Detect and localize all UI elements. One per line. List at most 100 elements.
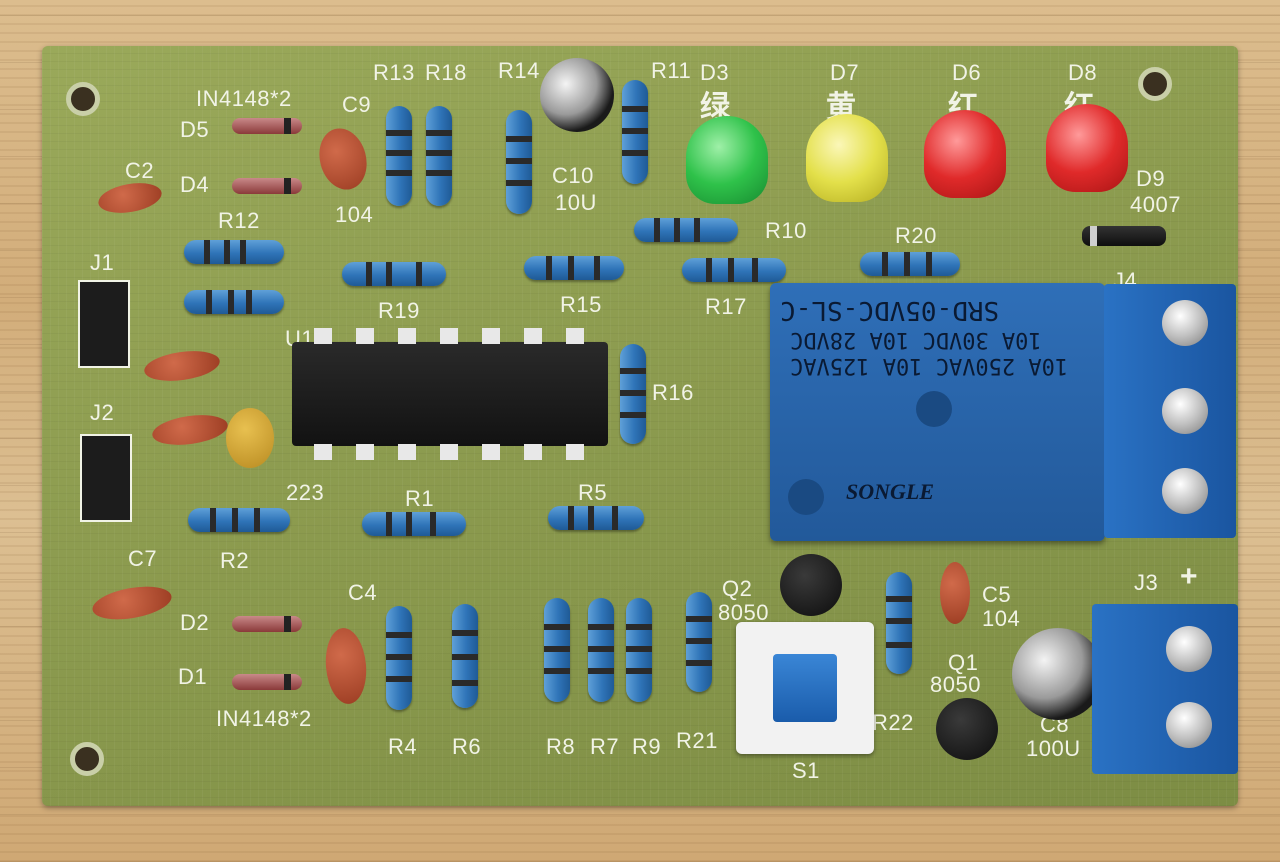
diode-d9 <box>1082 226 1166 246</box>
resistor-r7 <box>588 598 614 702</box>
diode-d4 <box>232 178 302 194</box>
resistor-r16 <box>620 344 646 444</box>
label-j3: J3 <box>1134 570 1159 595</box>
label-c9-value: 104 <box>335 202 374 227</box>
label-d8: D8 <box>1068 60 1098 85</box>
terminal-block-j3 <box>1092 604 1238 774</box>
label-q2: Q2 <box>722 576 753 601</box>
label-d9: D9 <box>1136 166 1166 191</box>
label-r17: R17 <box>705 294 747 319</box>
label-d2: D2 <box>180 610 210 635</box>
push-switch-button[interactable] <box>773 654 837 722</box>
diode-d2 <box>232 616 302 632</box>
relay-hole <box>916 391 952 427</box>
label-d7: D7 <box>830 60 860 85</box>
diode-d5 <box>232 118 302 134</box>
label-r4: R4 <box>388 734 418 759</box>
resistor-r11 <box>622 80 648 184</box>
led-d8-red <box>1046 104 1128 192</box>
label-c8-value: 100U <box>1026 736 1081 761</box>
resistor-r21 <box>686 592 712 692</box>
label-j3-plus: + <box>1180 560 1199 593</box>
screw-j4-1 <box>1162 300 1208 346</box>
resistor-r19 <box>342 262 446 286</box>
relay-brand-text: SONGLE <box>846 479 935 504</box>
label-in4148-top: IN4148*2 <box>196 86 292 111</box>
resistor-r6 <box>452 604 478 708</box>
relay-rating-line2: 10A 250VAC 10A 125VAC <box>790 353 1069 378</box>
resistor-r17 <box>682 258 786 282</box>
label-j1: J1 <box>90 250 115 275</box>
screw-j3-2 <box>1166 702 1212 748</box>
label-in4148-bottom: IN4148*2 <box>216 706 312 731</box>
label-r11: R11 <box>651 58 692 83</box>
label-q1: Q1 <box>948 650 979 675</box>
label-r5: R5 <box>578 480 608 505</box>
resistor-r8 <box>544 598 570 702</box>
mounting-hole-top-right <box>1138 67 1172 101</box>
resistor-r20 <box>860 252 960 276</box>
push-switch-s1[interactable] <box>736 622 874 754</box>
resistor-r22 <box>886 572 912 674</box>
label-r1: R1 <box>405 486 435 511</box>
terminal-block-j4 <box>1104 284 1236 538</box>
resistor-r15 <box>524 256 624 280</box>
ic-u1 <box>292 328 608 460</box>
relay-hole-2 <box>788 479 824 515</box>
relay-model-text: SRD-05VDC-SL-C <box>780 295 1000 325</box>
label-c5: C5 <box>982 582 1012 607</box>
label-r9: R9 <box>632 734 662 759</box>
label-r10: R10 <box>765 218 807 243</box>
label-d6: D6 <box>952 60 982 85</box>
capacitor-c5 <box>940 562 970 624</box>
label-q1-value: 8050 <box>930 672 981 697</box>
label-r14: R14 <box>498 58 540 83</box>
label-r21: R21 <box>676 728 718 753</box>
resistor-r2 <box>188 508 290 532</box>
label-d5: D5 <box>180 117 210 142</box>
label-r19: R19 <box>378 298 420 323</box>
jumper-header-j1[interactable] <box>78 280 130 368</box>
diode-d1 <box>232 674 302 690</box>
capacitor-c1-yellow <box>226 408 274 468</box>
label-q2-value: 8050 <box>718 600 769 625</box>
label-r8: R8 <box>546 734 576 759</box>
transistor-q1 <box>936 698 998 760</box>
label-d1: D1 <box>178 664 208 689</box>
resistor-r5 <box>548 506 644 530</box>
resistor-r4 <box>386 606 412 710</box>
label-j2: J2 <box>90 400 115 425</box>
label-d4: D4 <box>180 172 210 197</box>
label-c5-value: 104 <box>982 606 1021 631</box>
resistor-r9 <box>626 598 652 702</box>
led-d3-green <box>686 116 768 204</box>
label-r18: R18 <box>425 60 467 85</box>
resistor-r14 <box>506 110 532 214</box>
led-d7-yellow <box>806 114 888 202</box>
resistor-r3 <box>184 290 284 314</box>
label-r16: R16 <box>652 380 694 405</box>
relay-rating-line1: 10A 30VDC 10A 28VDC <box>790 327 1042 352</box>
resistor-r10 <box>634 218 738 242</box>
led-d6-red <box>924 110 1006 198</box>
screw-j4-2 <box>1162 388 1208 434</box>
label-c7: C7 <box>128 546 158 571</box>
label-c-223: 223 <box>286 480 325 505</box>
label-r2: R2 <box>220 548 250 573</box>
label-r12: R12 <box>218 208 260 233</box>
label-c4: C4 <box>348 580 378 605</box>
jumper-header-j2[interactable] <box>80 434 132 522</box>
label-c2: C2 <box>125 158 155 183</box>
screw-j4-3 <box>1162 468 1208 514</box>
label-r22: R22 <box>872 710 914 735</box>
label-d3: D3 <box>700 60 730 85</box>
label-r7: R7 <box>590 734 620 759</box>
label-r13: R13 <box>373 60 415 85</box>
mounting-hole-bottom-left <box>70 742 104 776</box>
label-c10: C10 <box>552 163 594 188</box>
transistor-q2 <box>780 554 842 616</box>
mounting-hole-top-left <box>66 82 100 116</box>
label-s1: S1 <box>792 758 820 783</box>
electrolytic-capacitor-c8 <box>1012 628 1104 720</box>
label-r15: R15 <box>560 292 602 317</box>
